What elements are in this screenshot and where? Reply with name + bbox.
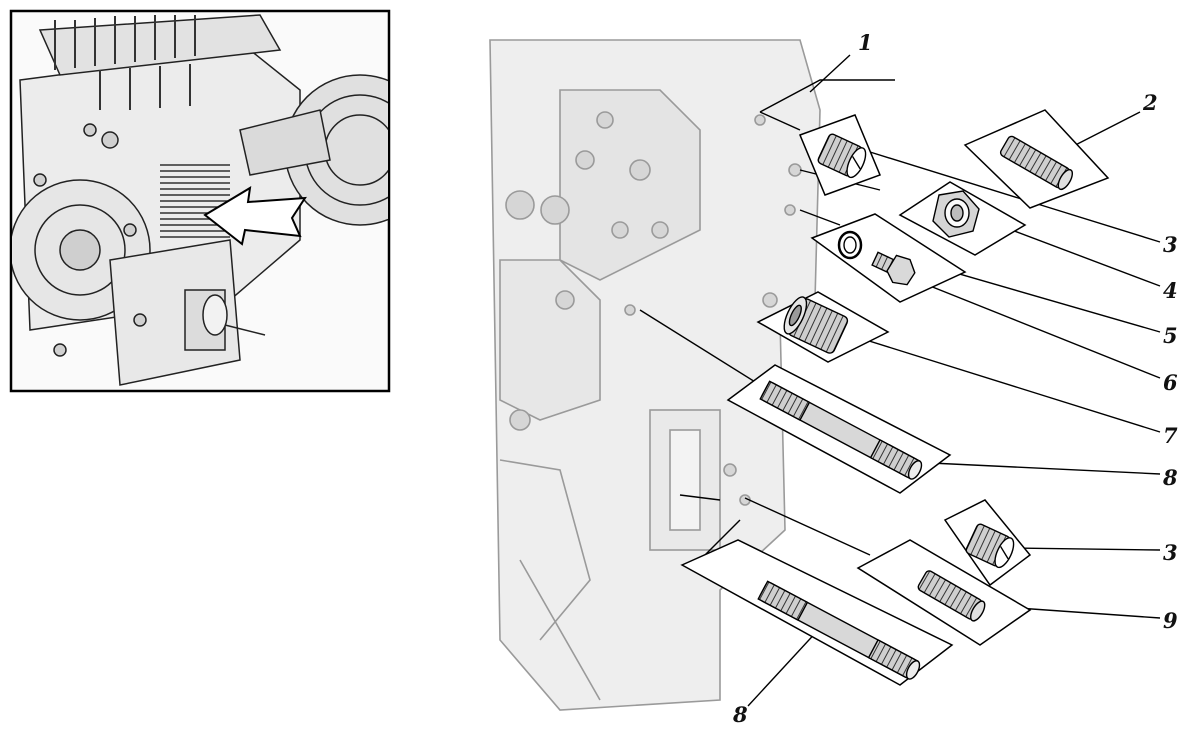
part-8b-long-stud <box>757 580 921 680</box>
callout-7: 7 <box>1163 423 1178 448</box>
callout-3a: 3 <box>1163 232 1178 257</box>
callout-4: 4 <box>1163 278 1178 303</box>
part-9-short-stud <box>917 570 986 622</box>
part-3b-threaded-plug <box>965 523 1015 569</box>
callout-8b: 8 <box>732 702 748 727</box>
callout-5: 5 <box>1163 323 1178 348</box>
parts <box>757 133 1074 680</box>
callout-8a: 8 <box>1162 465 1178 490</box>
part-2-short-stud <box>999 135 1074 191</box>
leader-lines <box>639 54 1161 707</box>
callout-labels: 1 2 3 4 5 6 7 8 3 9 8 <box>732 30 1178 727</box>
part-5-sealing-washer <box>837 230 863 260</box>
callout-2: 2 <box>1142 90 1158 115</box>
part-3a-threaded-plug <box>817 133 867 179</box>
inset-engine-view <box>9 9 391 393</box>
part-8a-long-stud <box>759 380 923 480</box>
part-6-hex-plug <box>871 251 916 286</box>
callout-9: 9 <box>1163 608 1178 633</box>
callout-6: 6 <box>1163 370 1178 395</box>
callout-1: 1 <box>858 30 873 55</box>
callout-3b: 3 <box>1163 540 1178 565</box>
part-4-hex-adapter <box>932 190 980 238</box>
location-arrow <box>203 186 307 246</box>
part-7-threaded-insert <box>783 296 849 354</box>
